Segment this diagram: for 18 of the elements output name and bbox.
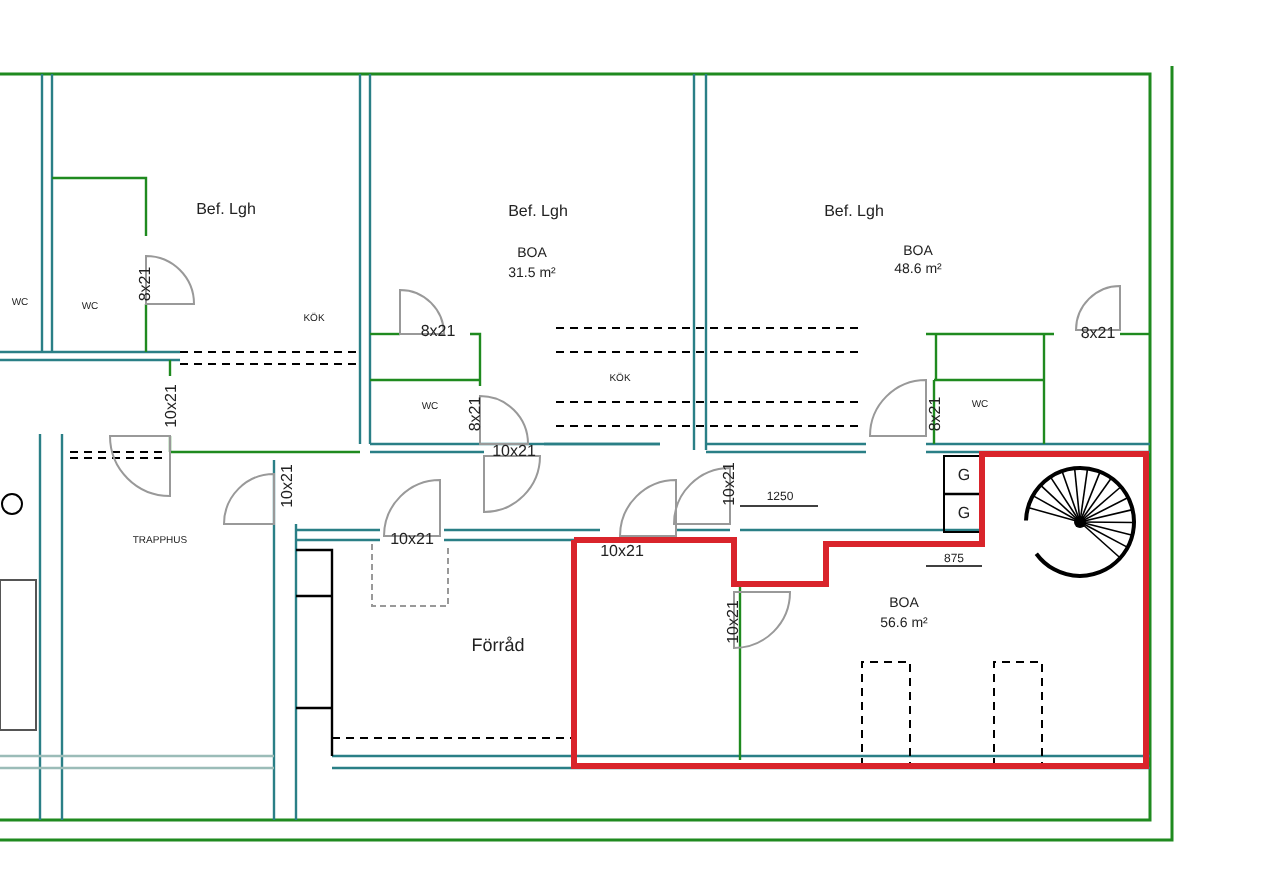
room-name: Förråd (471, 637, 525, 655)
door-size: 10x21 (600, 544, 644, 560)
door-size: 10x21 (390, 532, 434, 548)
door-size: 8x21 (468, 396, 484, 432)
door-size: 8x21 (138, 266, 154, 302)
room-name: Bef. Lgh (824, 204, 884, 220)
door-size: 8x21 (420, 324, 456, 340)
room-name: Bef. Lgh (196, 202, 256, 218)
door-size: 10x21 (722, 462, 738, 506)
door-size: 10x21 (280, 464, 296, 508)
symbol-label: G (957, 468, 971, 484)
door-size: 8x21 (928, 396, 944, 432)
door-size: 8x21 (1080, 326, 1116, 342)
door-size: 10x21 (726, 600, 742, 644)
room-name: Bef. Lgh (508, 204, 568, 220)
door-size: 10x21 (492, 444, 536, 460)
door-size: 10x21 (164, 384, 180, 428)
symbol-label: G (957, 506, 971, 522)
